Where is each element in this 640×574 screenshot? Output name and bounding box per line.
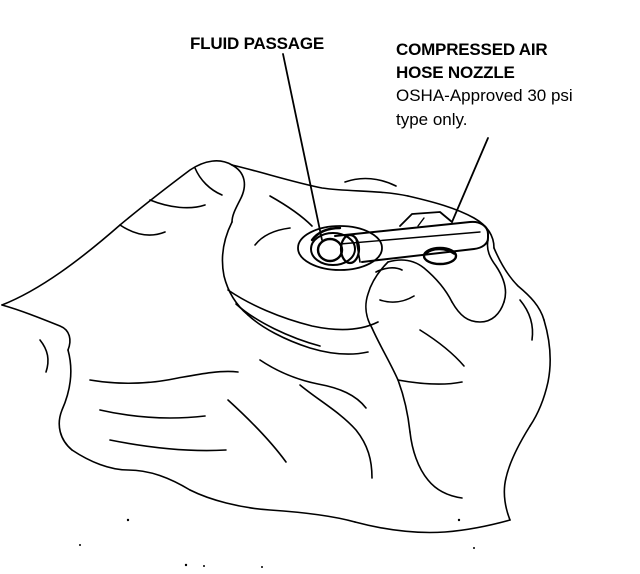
left-hand-outline [1,160,379,355]
upper-fingers [231,164,551,521]
front-thumb [365,239,507,499]
label-fluid-passage: FLUID PASSAGE [190,34,325,53]
stipple-dots [79,518,475,568]
air-hose-nozzle [334,211,489,266]
lower-palm-folds [39,339,511,534]
leader-line-fluid-passage [282,53,323,241]
leader-lines [282,53,489,241]
leader-line-air-nozzle [451,137,489,223]
label-osha-approved: OSHA-Approved 30 psi [396,86,573,105]
label-compressed-air: COMPRESSED AIR [396,40,548,59]
label-hose-nozzle: HOSE NOZZLE [396,63,515,82]
label-type-only: type only. [396,110,468,129]
fluid-passage-opening [297,225,383,271]
